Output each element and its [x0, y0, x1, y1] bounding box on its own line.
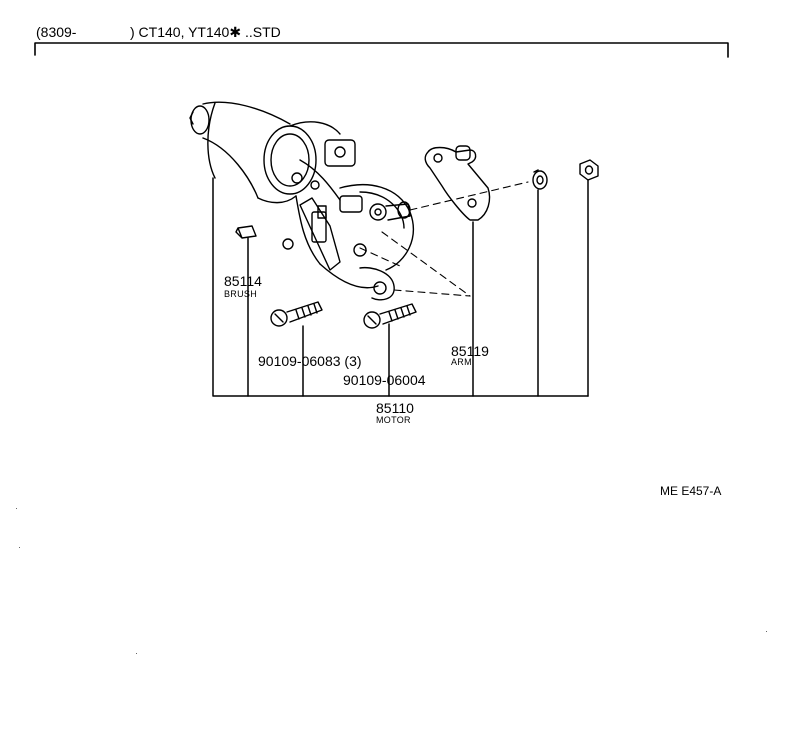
washer-drawing — [532, 169, 548, 190]
alignment-dashes — [359, 181, 529, 297]
scan-speck — [16, 508, 17, 509]
bolt-90109-06083-drawing — [270, 301, 323, 327]
part-name-brush: BRUSH — [224, 289, 258, 299]
part-name-arm: ARM — [451, 357, 472, 367]
scan-speck — [19, 547, 20, 548]
brush-drawing — [235, 225, 257, 239]
part-number-brush: 85114 — [224, 273, 262, 289]
wiper-motor-drawing — [189, 101, 415, 301]
header-range-end: ) CT140, YT140✱ ..STD — [130, 24, 281, 40]
nut-drawing — [579, 159, 599, 181]
arm-drawing — [424, 145, 491, 221]
header-range-start: (8309- — [36, 24, 77, 40]
figure-code: ME E457-A — [660, 484, 722, 498]
leader-lines — [212, 177, 589, 397]
scan-speck — [766, 631, 767, 632]
part-name-motor: MOTOR — [376, 415, 411, 425]
header-bracket — [34, 42, 729, 58]
part-number-motor: 85110 — [376, 400, 414, 416]
part-number-bolt-a: 90109-06083 (3) — [258, 353, 362, 369]
part-number-bolt-b: 90109-06004 — [343, 372, 426, 388]
bolt-90109-06004-drawing — [363, 303, 417, 329]
scan-speck — [136, 653, 137, 654]
part-number-arm: 85119 — [451, 343, 489, 359]
